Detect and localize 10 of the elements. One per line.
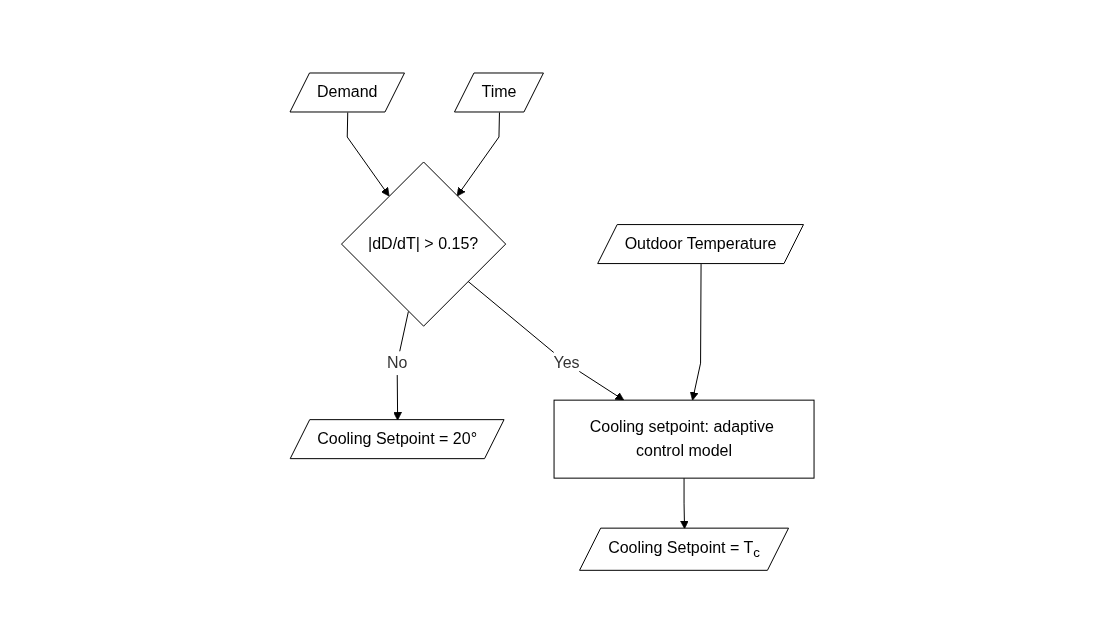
edge-label: Yes — [553, 354, 580, 372]
node-diamond: |dD/dT| > 0.15? — [341, 161, 507, 327]
arrow — [467, 281, 625, 401]
arrow — [346, 112, 390, 197]
arrow — [393, 311, 409, 421]
node-box: Cooling setpoint: adaptive control model — [553, 400, 815, 479]
arrow — [456, 112, 500, 197]
arrow — [689, 263, 702, 401]
arrow — [679, 478, 689, 530]
edge-label: No — [386, 354, 408, 372]
